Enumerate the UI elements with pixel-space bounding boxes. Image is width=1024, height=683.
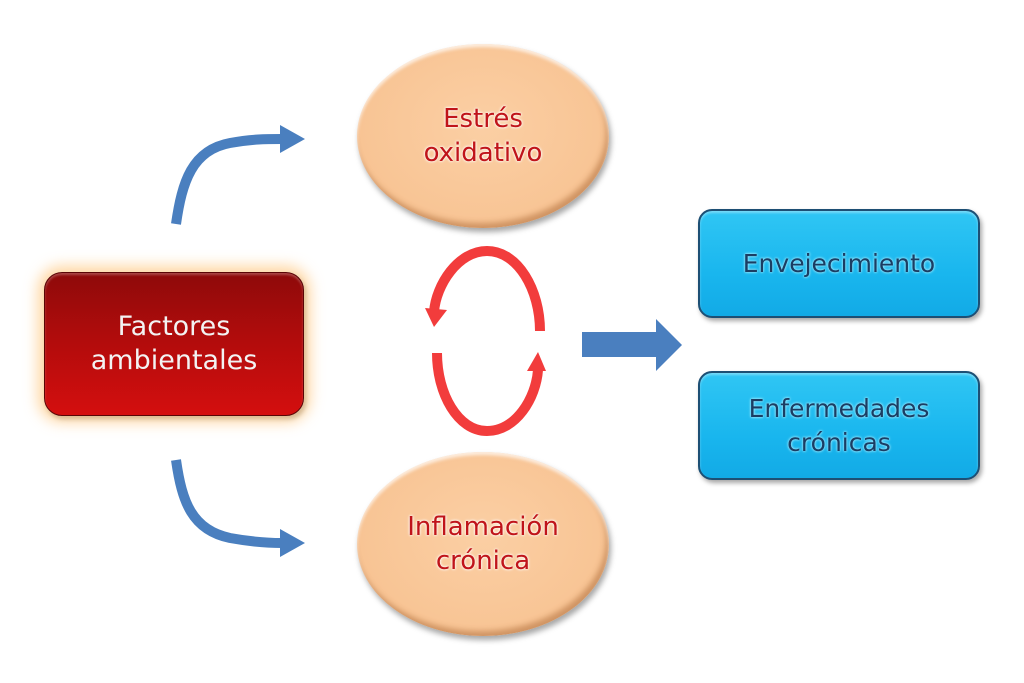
node-inflamacion-cronica: Inflamación crónica: [357, 452, 609, 636]
curved-arrow-to-estres: [171, 125, 305, 225]
node-envejecimiento: Envejecimiento: [698, 209, 980, 318]
node-factores-ambientales: Factores ambientales: [44, 272, 304, 416]
node-label-line: crónica: [435, 546, 531, 576]
node-label-line: Enfermedades: [748, 393, 930, 423]
node-label-line: Inflamación: [407, 512, 559, 542]
node-label-line: ambientales: [90, 345, 258, 376]
node-label-line: Envejecimiento: [742, 248, 936, 278]
curved-arrow-to-inflamacion: [171, 459, 305, 557]
node-estres-oxidativo: Estrés oxidativo: [357, 44, 609, 228]
block-arrow-to-outcomes: [582, 319, 682, 371]
node-label-line: Factores: [117, 311, 231, 342]
cycle-arrows: [425, 245, 546, 437]
node-label-line: crónicas: [787, 427, 891, 457]
cycle-arrow-upper: [425, 245, 545, 332]
node-label-line: oxidativo: [423, 138, 543, 168]
node-enfermedades-cronicas: Enfermedades crónicas: [698, 371, 980, 480]
cycle-arrow-lower: [432, 352, 546, 437]
node-label-line: Estrés: [443, 104, 523, 134]
